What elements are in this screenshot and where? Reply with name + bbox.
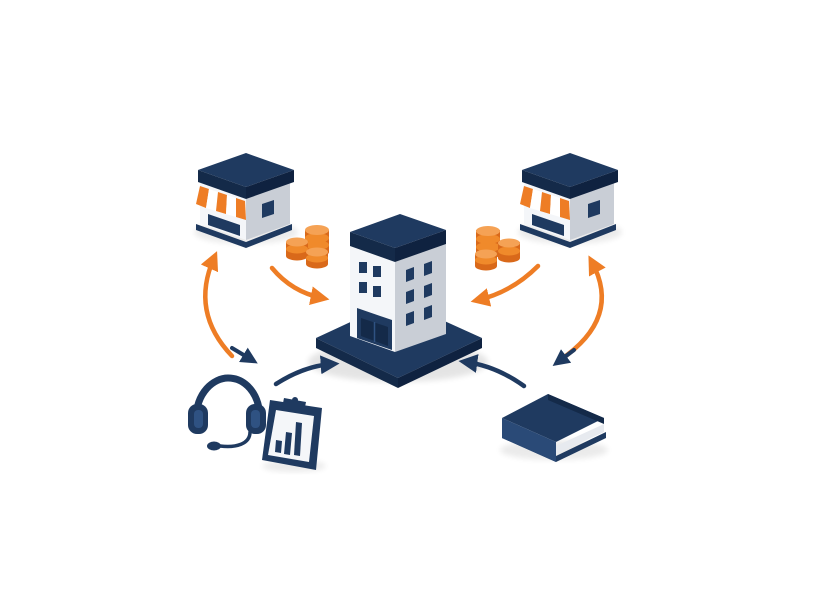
arrows <box>200 251 606 389</box>
headset-icon <box>188 374 266 451</box>
arrow-support-to-hub <box>273 355 340 387</box>
arrow-book-to-hub <box>458 354 527 389</box>
clipboard-chart-icon <box>262 397 326 472</box>
store-left-icon <box>194 153 298 248</box>
arrow-right-store-to-book-navy-head <box>552 348 576 367</box>
book-icon <box>500 394 608 462</box>
coin-stack-right-icon <box>475 226 520 271</box>
arrow-left-store-support-loop-up <box>200 251 235 359</box>
coin-stack-left-icon <box>286 225 329 269</box>
arrow-right-store-book-loop <box>557 255 606 363</box>
arrow-coins-left-to-hub <box>269 265 330 306</box>
arrow-coins-right-to-hub <box>470 263 541 307</box>
central-office-building-icon <box>308 214 488 388</box>
arrow-left-store-to-support-navy-head <box>230 346 258 364</box>
store-right-icon <box>518 153 622 248</box>
